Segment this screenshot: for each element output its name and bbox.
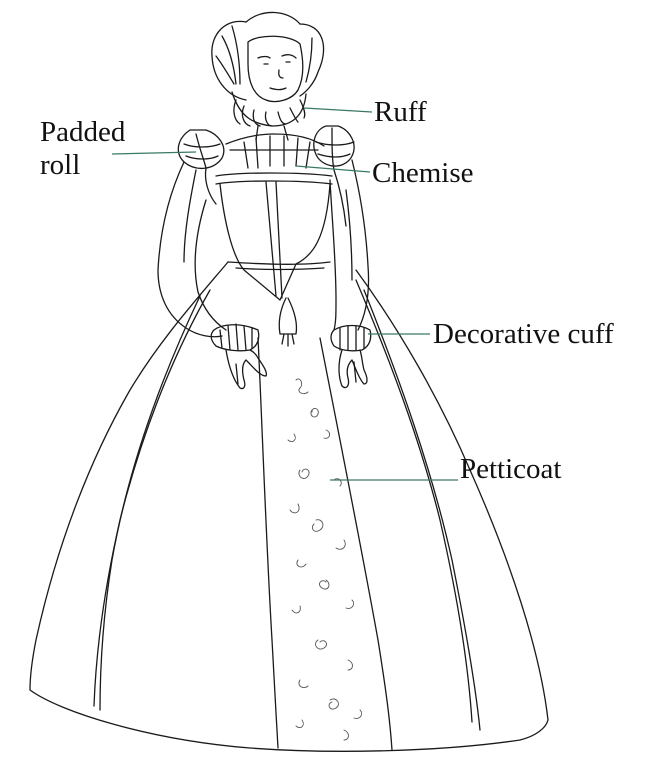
face — [248, 36, 303, 101]
right-hand — [339, 350, 367, 388]
left-cuff — [211, 324, 259, 351]
ruff-label: Ruff — [374, 96, 427, 129]
right-sleeve — [314, 126, 369, 330]
right-cuff — [331, 326, 371, 351]
petticoat-label: Petticoat — [460, 453, 561, 486]
left-sleeve — [158, 130, 226, 337]
padded-roll-label: Padded roll — [40, 116, 125, 183]
chemise — [226, 134, 324, 168]
chemise-label: Chemise — [372, 157, 474, 190]
ruff-leader — [304, 108, 372, 112]
decorative-cuff-label: Decorative cuff — [433, 318, 614, 351]
bodice — [216, 173, 332, 300]
petticoat-pattern — [288, 379, 362, 740]
tassel — [279, 298, 296, 346]
